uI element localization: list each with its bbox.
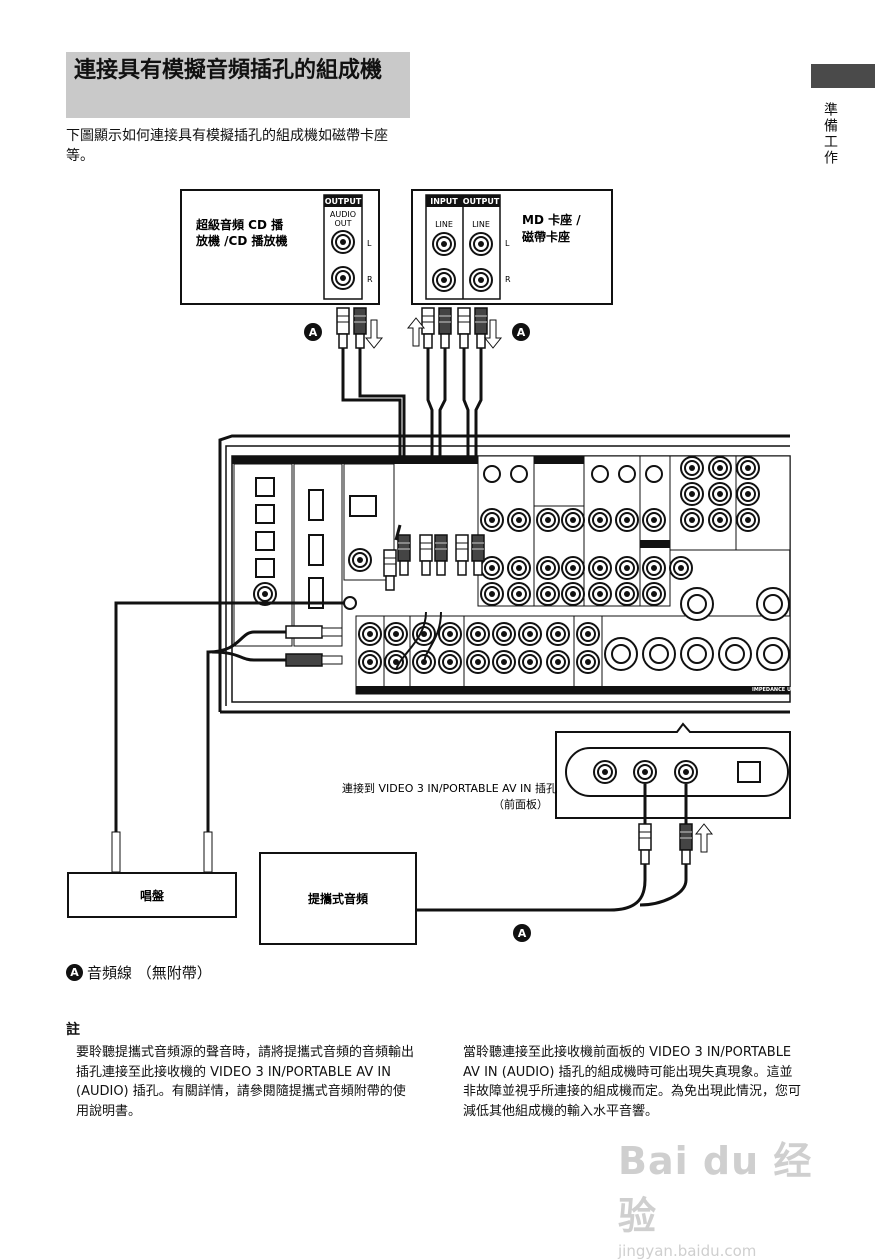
legend-text: 音頻線 （無附帶） xyxy=(87,964,212,982)
intro-text: 下圖顯示如何連接具有模擬插孔的組成機如磁帶卡座等。 xyxy=(66,128,388,164)
cable-marker-3: A xyxy=(518,927,527,940)
receiver-plugs xyxy=(383,524,485,671)
receiver-rear-panel: IMPEDANCE US xyxy=(218,434,795,714)
note-right: 當聆聽連接至此接收機前面板的 VIDEO 3 IN/PORTABLE AV IN… xyxy=(463,1045,802,1119)
md-input-label: INPUT xyxy=(430,197,458,206)
chapter-label: 準備工作 xyxy=(822,102,838,166)
note-heading: 註 xyxy=(66,1022,80,1038)
portable-label: 提攜式音頻 xyxy=(308,891,368,906)
cd-player-box: 超級音頻 CD 播 放機 /CD 播放機 OUTPUT AUDIO OUT L … xyxy=(180,189,380,305)
front-panel-inset: 連接到 VIDEO 3 IN/PORTABLE AV IN 插孔 （前面板） xyxy=(342,722,791,819)
connection-diagram: 超級音頻 CD 播 放機 /CD 播放機 OUTPUT AUDIO OUT L … xyxy=(67,189,795,945)
md-l-label: L xyxy=(505,239,510,248)
turntable-box: 唱盤 xyxy=(67,872,237,918)
turntable-cables xyxy=(111,601,344,873)
md-deck-name-2: 磁帶卡座 xyxy=(521,229,570,244)
md-line-out-label: LINE xyxy=(472,220,490,229)
cable-marker-1: A xyxy=(309,326,318,339)
cd-r-label: R xyxy=(367,275,373,284)
chapter-tab xyxy=(811,64,875,88)
section-title-box: 連接具有模擬音頻插孔的組成機 xyxy=(66,52,410,118)
impedance-label: IMPEDANCE US xyxy=(752,687,795,693)
front-connect-line-1: 連接到 VIDEO 3 IN/PORTABLE AV IN 插孔 xyxy=(342,781,557,795)
portable-cables: A xyxy=(416,784,714,942)
watermark-sub: jingyan.baidu.com xyxy=(618,1242,757,1260)
cd-output-label: OUTPUT xyxy=(325,197,362,206)
md-deck-name-1: MD 卡座 / xyxy=(522,212,581,227)
cable-marker-2: A xyxy=(517,326,526,339)
watermark-main: Bai du 经验 xyxy=(618,1139,813,1238)
md-line-in-label: LINE xyxy=(435,220,453,229)
cable-legend: A 音頻線 （無附帶） xyxy=(66,962,212,983)
md-r-label: R xyxy=(505,275,511,284)
front-connect-line-2: （前面板） xyxy=(493,797,548,811)
cd-out-label: OUT xyxy=(334,219,351,228)
cd-player-name-1: 超級音頻 CD 播 xyxy=(195,217,284,232)
cd-l-label: L xyxy=(367,239,372,248)
turntable-label: 唱盤 xyxy=(140,888,165,903)
portable-box: 提攜式音頻 xyxy=(259,852,417,945)
note-left: 要聆聽提攜式音頻源的聲音時，請將提攜式音頻的音頻輸出插孔連接至此接收機的 VID… xyxy=(76,1045,415,1119)
md-output-label: OUTPUT xyxy=(463,197,500,206)
cd-audio-label: AUDIO xyxy=(330,210,356,219)
legend-marker: A xyxy=(66,964,83,981)
cd-player-name-2: 放機 /CD 播放機 xyxy=(195,233,288,248)
page-title: 連接具有模擬音頻插孔的組成機 xyxy=(74,58,383,83)
md-deck-box: INPUT OUTPUT LINE LINE L R MD 卡座 / 磁帶卡座 xyxy=(411,189,613,305)
baidu-watermark: Bai du 经验 jingyan.baidu.com xyxy=(618,1130,828,1260)
